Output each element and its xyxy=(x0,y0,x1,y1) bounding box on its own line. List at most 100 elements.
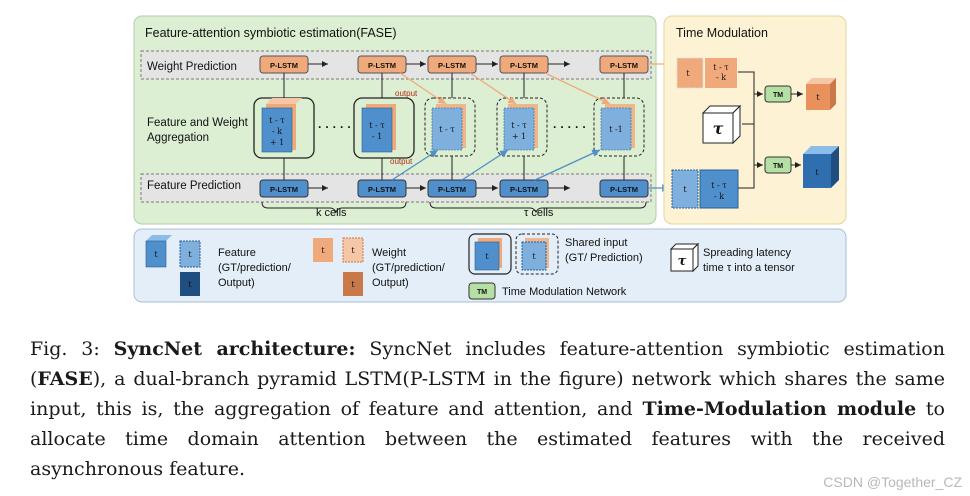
agg-box-3 xyxy=(424,97,476,157)
tm-output-weight-cube: t xyxy=(806,78,836,110)
weight-cell-3: P-LSTM xyxy=(427,55,477,74)
feature-cell-1: P-LSTM xyxy=(259,179,309,198)
svg-text:P-LSTM: P-LSTM xyxy=(610,61,638,70)
watermark: CSDN @Together_CZ xyxy=(823,474,962,490)
legend-tau-text-2: time τ into a tensor xyxy=(703,262,795,274)
tm-box-weight: TM xyxy=(764,85,792,103)
svg-text:+ 1: + 1 xyxy=(270,138,284,147)
legend-feature-cubes: t t t xyxy=(145,235,201,296)
legend-tm-box: TM xyxy=(468,282,496,300)
svg-text:- 1: - 1 xyxy=(372,132,382,141)
architecture-figure: Feature-attention symbiotic estimation(F… xyxy=(133,15,847,303)
legend-weight-text-3: Output) xyxy=(372,277,409,289)
agg-cube-5: t -1 xyxy=(600,104,635,151)
blue-arrows xyxy=(391,149,670,192)
tau-cells-label: τ cells xyxy=(524,207,554,219)
agg-cube-3: t - τ xyxy=(431,104,466,151)
feature-row-label: Feature Prediction xyxy=(147,180,241,192)
agg-box-4 xyxy=(496,97,548,157)
tm-tau-cube: τ xyxy=(701,104,742,145)
dashed-down-arrows xyxy=(451,73,625,180)
legend-feature-text-3: Output) xyxy=(218,277,255,289)
agg-cube-2: t - τ - 1 xyxy=(361,104,396,153)
vertical-connectors xyxy=(283,73,383,180)
legend-tm-text: Time Modulation Network xyxy=(502,286,627,298)
legend-tau-cube: τ xyxy=(669,242,700,273)
svg-text:TM: TM xyxy=(773,92,783,99)
weight-cell-1: P-LSTM xyxy=(259,55,309,74)
svg-text:P-LSTM: P-LSTM xyxy=(510,185,538,194)
caption-part-2: ), a dual-branch pyramid LSTM(P-LSTM in … xyxy=(30,368,945,420)
svg-text:t: t xyxy=(485,252,489,261)
svg-text:t: t xyxy=(321,246,325,255)
agg-cube-4: t - τ + 1 xyxy=(503,104,538,151)
legend-feature-text-1: Feature xyxy=(218,247,256,259)
svg-text:P-LSTM: P-LSTM xyxy=(510,61,538,70)
legend-weight-text-1: Weight xyxy=(372,247,406,259)
legend-shared-input: t t xyxy=(468,233,559,275)
svg-text:t -1: t -1 xyxy=(609,125,623,134)
feature-cell-3: P-LSTM xyxy=(427,179,477,198)
dots-1: · · · · · xyxy=(318,120,351,134)
legend-weight-text-2: (GT/prediction/ xyxy=(372,262,446,274)
svg-text:TM: TM xyxy=(773,163,783,170)
tm-connectors xyxy=(738,71,803,189)
legend-shared-text-2: (GT/ Prediction) xyxy=(565,252,643,264)
svg-text:t - τ: t - τ xyxy=(369,121,385,130)
svg-text:t - τ: t - τ xyxy=(439,125,455,134)
agg-box-2 xyxy=(353,97,415,159)
tm-title: Time Modulation xyxy=(676,26,768,40)
figure-caption: Fig. 3: SyncNet architecture: SyncNet in… xyxy=(30,334,945,484)
svg-text:t: t xyxy=(154,250,158,259)
caption-prefix: Fig. 3: xyxy=(30,338,114,360)
weight-cell-2: P-LSTM xyxy=(357,55,407,74)
svg-text:t - τ: t - τ xyxy=(713,63,729,72)
svg-text:TM: TM xyxy=(477,289,487,296)
tm-feature-cubes: t t - τ - k xyxy=(671,169,739,209)
svg-text:- k: - k xyxy=(714,192,724,201)
caption-part-1: SyncNet includes feature-attention symbi… xyxy=(30,338,945,390)
svg-text:t: t xyxy=(188,250,192,259)
tau-cells-brace xyxy=(429,201,647,214)
agg-box-5 xyxy=(593,97,645,157)
legend-weight-cubes: t t t xyxy=(313,237,364,296)
svg-text:t: t xyxy=(683,185,687,194)
weight-cell-5: P-LSTM xyxy=(599,55,649,74)
caption-bold-title: SyncNet architecture: xyxy=(113,338,356,360)
caption-bold-fase: FASE xyxy=(37,368,93,390)
k-cells-brace xyxy=(261,201,407,214)
svg-text:P-LSTM: P-LSTM xyxy=(438,185,466,194)
svg-text:t - τ: t - τ xyxy=(511,121,527,130)
svg-text:t: t xyxy=(532,252,536,261)
dots-2: · · · · · xyxy=(553,120,586,134)
svg-text:t: t xyxy=(351,280,355,289)
svg-text:P-LSTM: P-LSTM xyxy=(270,185,298,194)
svg-text:t: t xyxy=(816,93,820,102)
tm-weight-cubes: t t - τ - k xyxy=(676,57,737,89)
svg-text:t: t xyxy=(188,280,192,289)
svg-text:+ 1: + 1 xyxy=(512,132,526,141)
weight-cell-4: P-LSTM xyxy=(499,55,549,74)
svg-text:τ: τ xyxy=(678,254,687,269)
svg-text:t: t xyxy=(351,246,355,255)
svg-text:τ: τ xyxy=(713,119,724,138)
feature-cell-2: P-LSTM xyxy=(357,179,407,198)
tm-output-feature-cube: t xyxy=(803,146,839,188)
aggregation-label: Feature and Weight xyxy=(147,117,249,129)
feature-cell-5: P-LSTM xyxy=(599,179,649,198)
svg-text:t: t xyxy=(686,69,690,78)
svg-text:t: t xyxy=(815,168,819,177)
weight-row-label: Weight Prediction xyxy=(147,61,237,73)
legend-tau-text-1: Spreading latency xyxy=(703,247,792,259)
svg-text:- k: - k xyxy=(716,73,726,82)
tm-box-feature: TM xyxy=(764,156,792,174)
svg-text:- k: - k xyxy=(272,127,282,136)
svg-text:P-LSTM: P-LSTM xyxy=(610,185,638,194)
svg-text:P-LSTM: P-LSTM xyxy=(438,61,466,70)
legend-feature-text-2: (GT/prediction/ xyxy=(218,262,292,274)
output-label-bottom: output xyxy=(390,157,413,166)
aggregation-label-2: Aggregation xyxy=(147,132,209,144)
fase-title: Feature-attention symbiotic estimation(F… xyxy=(145,26,397,40)
svg-text:t - τ: t - τ xyxy=(711,181,727,190)
svg-text:P-LSTM: P-LSTM xyxy=(368,61,396,70)
